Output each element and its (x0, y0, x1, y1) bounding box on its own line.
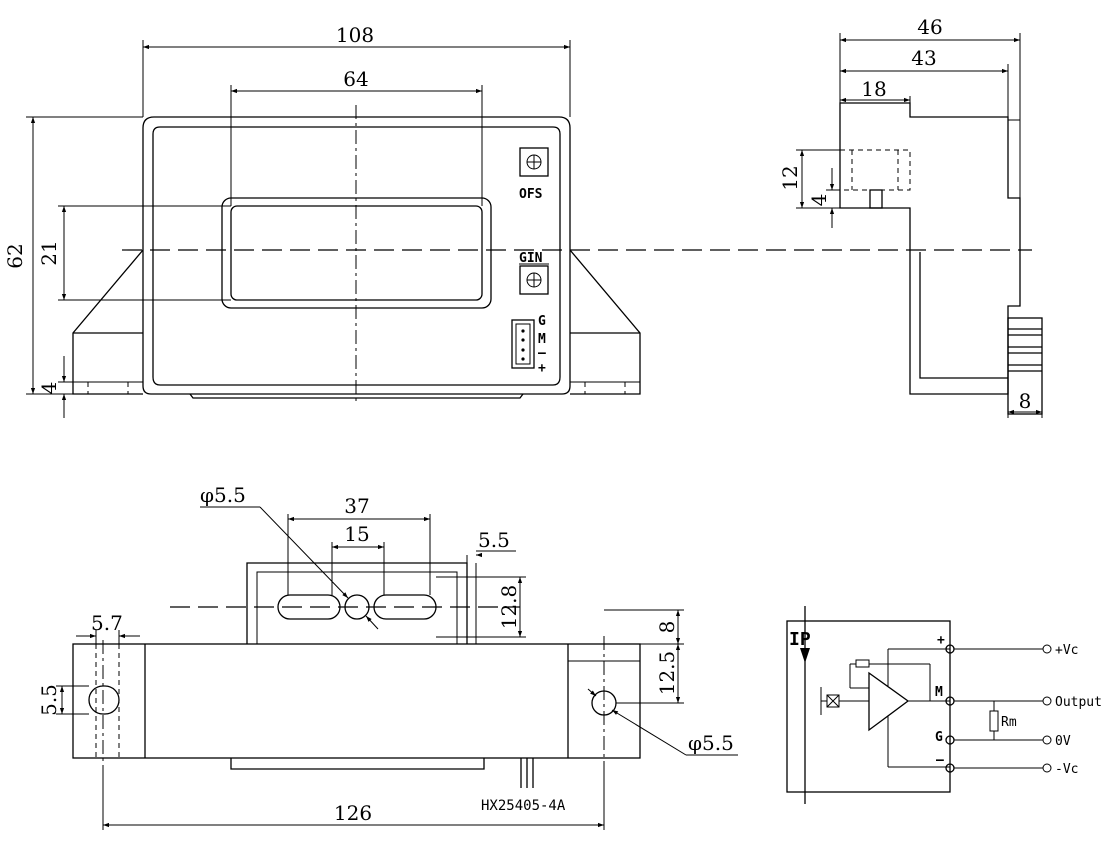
gin-potentiometer (519, 265, 549, 295)
out-vc-plus: +Vc (1055, 643, 1078, 658)
out-output: Output (1055, 695, 1102, 710)
dim-8-bottom: 8 (655, 621, 679, 634)
dim-side-8: 8 (1019, 389, 1032, 413)
sch-pin-m: M (935, 685, 943, 700)
ip-label: IP (789, 629, 811, 650)
rm-resistor (989, 710, 999, 732)
out-0v: 0V (1055, 734, 1071, 749)
dim-15: 15 (344, 522, 369, 546)
dim-side-43: 43 (911, 46, 936, 70)
rm-label: Rm (1001, 715, 1017, 730)
dim-5-5-left: 5.5 (37, 684, 61, 716)
left-flange (72, 249, 144, 395)
dim-5-5-right: 5.5 (478, 528, 510, 552)
front-body-outline (142, 116, 571, 395)
dim-window-height-21: 21 (37, 240, 61, 265)
schematic-box (786, 620, 951, 793)
dim-side-12: 12 (778, 165, 802, 190)
bottom-view: φ5.5 37 15 5.5 12.8 5.7 5.5 (37, 483, 738, 830)
dim-5-7: 5.7 (91, 611, 123, 635)
front-connector (511, 319, 535, 369)
dim-height-62: 62 (3, 243, 27, 268)
dim-window-width-64: 64 (343, 67, 368, 91)
front-inner-border (152, 126, 561, 386)
bottom-main-bar (72, 643, 641, 759)
out-vc-minus: -Vc (1055, 762, 1078, 777)
op-amp (868, 671, 910, 732)
gin-label: GIN (519, 251, 543, 266)
front-pin-m: M (538, 332, 546, 347)
side-hidden-lines (839, 149, 911, 191)
front-view: OFS GIN G M – + 108 64 62 (3, 23, 1032, 418)
dim-base-4: 4 (37, 382, 61, 395)
schematic: IP + M G – (786, 606, 1102, 804)
part-number: HX25405-4A (481, 798, 566, 814)
ofs-label: OFS (519, 187, 543, 202)
left-mount-slot (88, 685, 120, 715)
dim-side-18: 18 (861, 77, 886, 101)
front-pin-g: G (538, 314, 546, 329)
sch-pin-g: G (935, 730, 943, 745)
dim-126: 126 (334, 801, 372, 825)
ofs-potentiometer (519, 147, 549, 177)
sch-pin-plus: + (937, 633, 945, 648)
dim-phi-top: φ5.5 (200, 483, 246, 507)
dim-side-46: 46 (917, 15, 942, 39)
side-body-outline (839, 102, 1021, 395)
dim-phi-right: φ5.5 (688, 731, 734, 755)
right-flange (569, 249, 641, 395)
front-pin-plus: + (538, 361, 546, 376)
front-pin-minus: – (538, 346, 546, 361)
sch-pin-minus: – (936, 753, 944, 768)
dim-width-108: 108 (336, 23, 374, 47)
dim-37: 37 (344, 494, 369, 518)
dim-12-5: 12.5 (655, 651, 679, 696)
dim-12-8: 12.8 (497, 585, 521, 630)
dim-side-4: 4 (807, 194, 831, 207)
side-view: 46 43 18 12 4 8 (778, 15, 1043, 418)
bottom-top-boss (246, 562, 468, 644)
